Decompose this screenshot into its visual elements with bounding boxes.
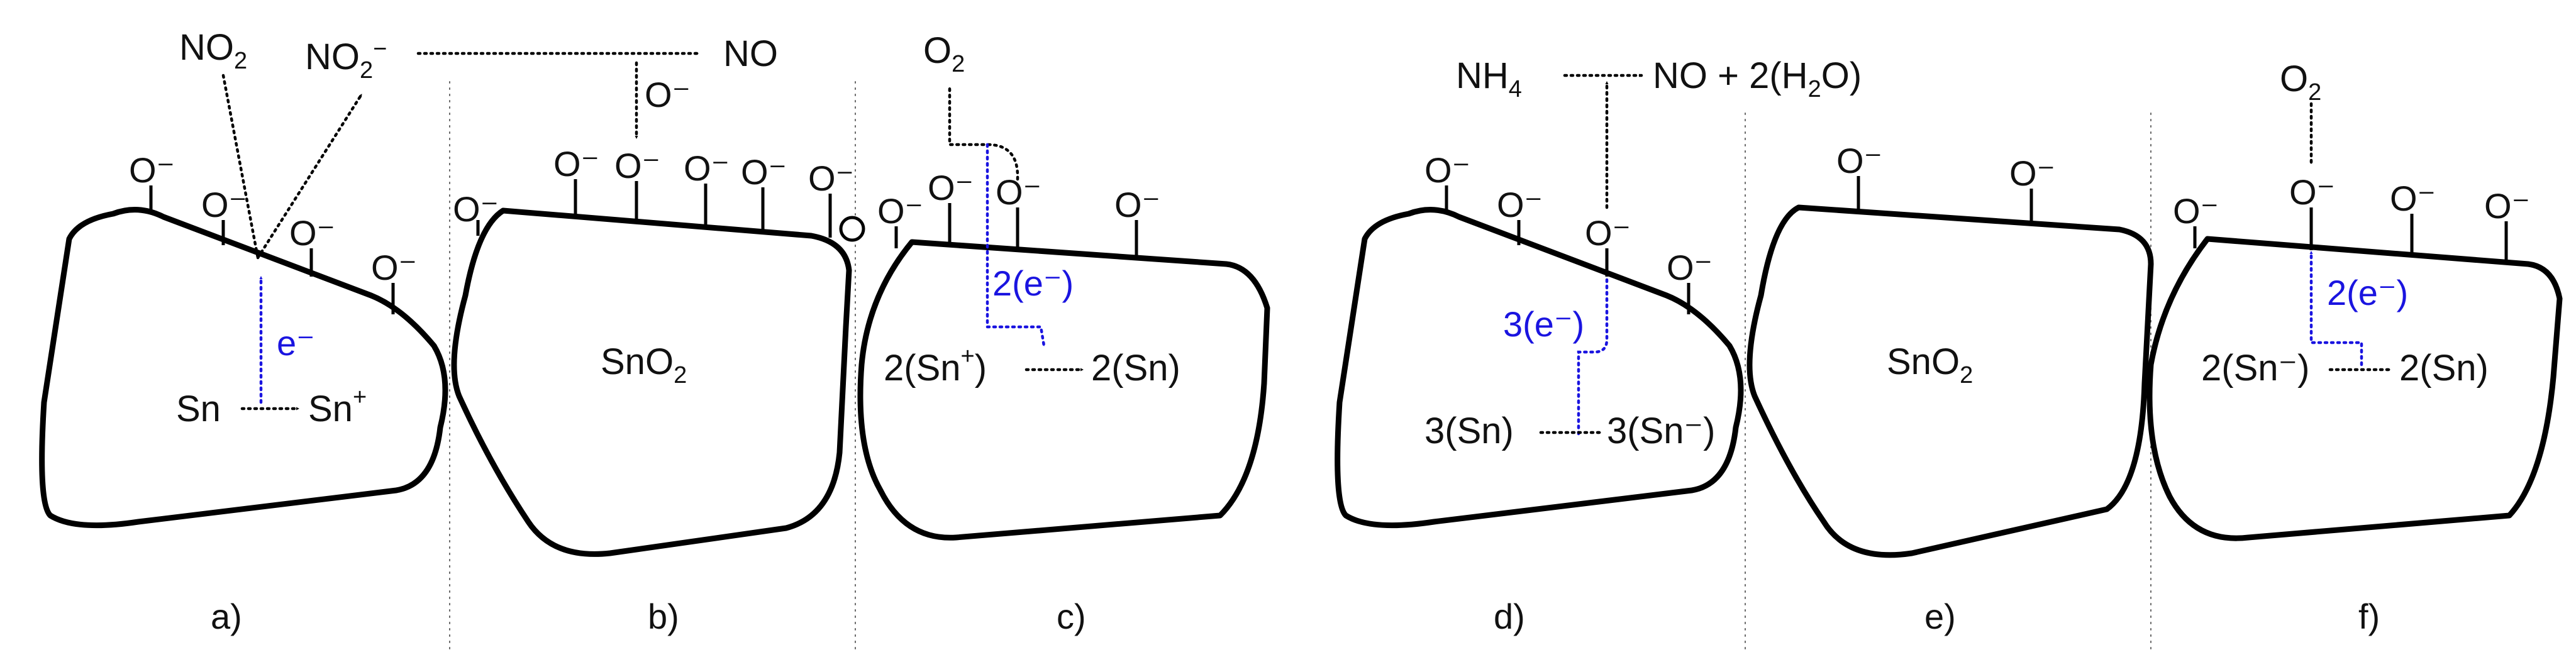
o2-gas-label: O2 [2280,58,2321,106]
o-ion-label: O⁻ [808,158,854,198]
nh4-gas-label: NH4 [1456,55,1522,102]
o-ion-label: O⁻ [2289,172,2335,212]
panel-label-a: a) [211,597,242,636]
sn-minus-label: 3(Sn⁻) [1607,411,1715,451]
adsorption-sites [149,176,2508,314]
o-ion-label: O⁻ [1114,185,1160,224]
sn-result-label: 2(Sn) [1091,348,1180,389]
o-ion-label: O⁻ [614,146,660,185]
panel-label-d: d) [1494,597,1525,636]
grain-d [1335,207,1744,529]
panel-label-c: c) [1057,597,1086,636]
grain-e [1746,204,2154,558]
o-ion-label: O⁻ [1585,213,1631,253]
o-ion-label: O⁻ [2390,179,2436,218]
panel-d: NH4 NO + 2(H2O) 3(e⁻) 3(Sn) 3(Sn⁻) d) [1424,55,1862,636]
sno2-grain-label: SnO2 [1887,341,1973,389]
electrons-label: 2(e⁻) [992,263,1074,303]
electrons-label: 3(e⁻) [1503,304,1584,344]
grain-c [857,239,1270,541]
sn-result-label: 2(Sn) [2399,348,2489,389]
sn-reactant-label: Sn [176,389,221,429]
o-ion-label: O⁻ [201,185,247,224]
o-ion-label: O⁻ [553,144,599,184]
panel-b: NO O⁻ SnO2 b) [416,33,778,636]
grain-a [39,207,448,529]
electron-donate-arrow [1577,278,1609,436]
o-ion-label: O⁻ [684,148,730,188]
no2-ion-label: NO2− [305,36,387,84]
no-gas-label: NO [723,33,778,74]
sno2-grain-label: SnO2 [601,341,687,389]
o-ion-label: O⁻ [1667,248,1713,287]
o-ion-label: O⁻ [1836,141,1882,180]
o-ion-label: O⁻ [2173,191,2219,231]
panel-label-e: e) [1924,597,1956,636]
no2-gas-label: NO2 [179,27,247,74]
o-ion-label: O⁻ [1424,150,1470,190]
no-water-product-label: NO + 2(H2O) [1653,55,1862,102]
o-ion-label: O⁻ [129,150,175,190]
o-ion-label: O⁻ [2009,153,2055,193]
o-ion-label: O⁻ [928,168,974,207]
electron-capture-arrow [2309,250,2363,367]
sn-plus-label: 2(Sn+) [884,343,987,389]
panel-c: O2 2(e⁻) 2(Sn+) 2(Sn) c) [884,30,1180,636]
panel-label-f: f) [2358,597,2380,636]
o-ion-transit-label: O⁻ [645,75,691,114]
sn-product-label: Sn+ [308,384,367,429]
adsorb-path [221,74,260,260]
electron-release-arrow [985,143,1046,348]
o-ion-label: O⁻ [877,191,923,231]
grain-b [451,207,852,557]
o-ion-label: O⁻ [2484,186,2530,226]
o-ion-label: O⁻ [371,248,417,287]
panel-f: O2 2(e⁻) 2(Sn⁻) 2(Sn) f) [2201,58,2489,636]
o-ion-label: O⁻ [741,152,787,192]
grain-f [2146,236,2563,541]
o-ion-label: O⁻ [453,189,499,229]
ionize-arrow [256,92,364,260]
electrons-label: 2(e⁻) [2327,273,2408,312]
sn-reactant-label: 3(Sn) [1424,411,1514,451]
o-ion-label: O⁻ [1497,185,1543,224]
oxygen-desorb-arrow [948,86,1019,181]
o2-gas-label: O2 [923,30,965,77]
panel-label-b: b) [648,597,679,636]
electron-label: e⁻ [277,323,315,363]
panel-e: SnO2 e) [1887,341,1973,636]
oxygen-ion-labels: O⁻ O⁻ O⁻ O⁻ O⁻ O⁻ O⁻ O⁻ O⁻ O⁻ O⁻ O⁻ O⁻ O… [129,141,2530,287]
o-ion-label: O⁻ [289,213,335,253]
panel-a: NO2 NO2− e⁻ Sn Sn+ a) [176,27,387,636]
sn-minus-label: 2(Sn⁻) [2201,348,2309,389]
